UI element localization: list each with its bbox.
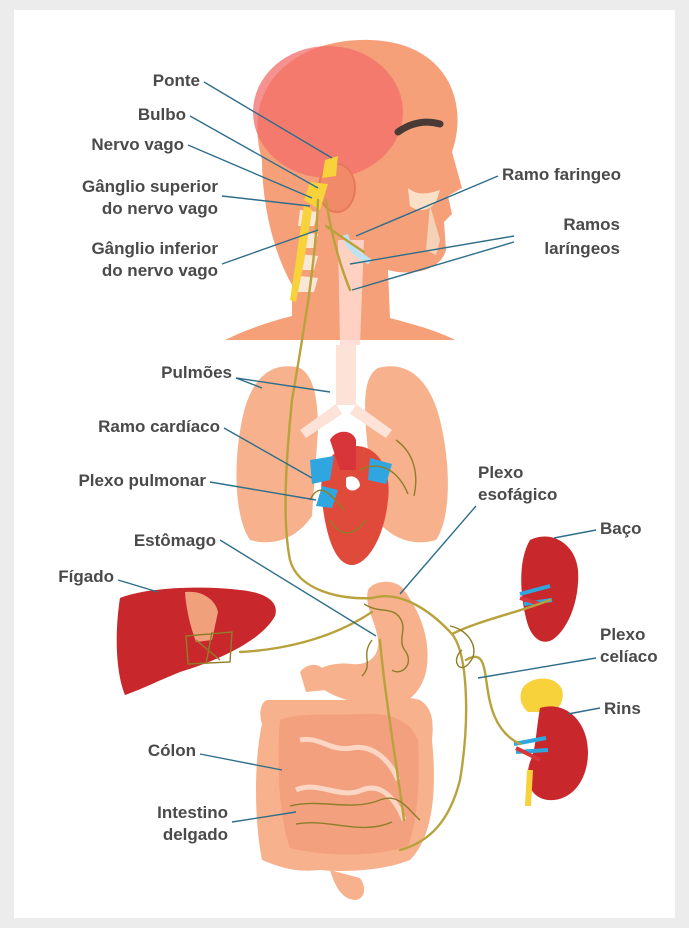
abdominal-organs: [117, 537, 588, 900]
trachea: [336, 345, 356, 405]
leader-baco: [554, 530, 596, 538]
kidney: [528, 706, 588, 800]
duodenum: [300, 665, 326, 692]
label-ramos-laringeos-2: laríngeos: [544, 239, 620, 258]
label-ramo-cardiaco: Ramo cardíaco: [98, 417, 220, 436]
label-ganglio-superior-2: do nervo vago: [102, 199, 218, 218]
spleen: [521, 537, 578, 642]
label-ramos-laringeos-1: Ramos: [563, 215, 620, 234]
label-baco: Baço: [600, 519, 642, 538]
label-colon: Cólon: [148, 741, 196, 760]
rectum: [330, 870, 364, 900]
label-ponte: Ponte: [153, 71, 200, 90]
label-plexo-esofagico-1: Plexo: [478, 463, 523, 482]
label-rins: Rins: [604, 699, 641, 718]
label-ganglio-superior-1: Gânglio superior: [82, 177, 218, 196]
label-plexo-celiaco-1: Plexo: [600, 625, 645, 644]
label-figado: Fígado: [58, 567, 114, 586]
label-plexo-esofagico-2: esofágico: [478, 485, 557, 504]
label-plexo-celiaco-2: celíaco: [600, 647, 658, 666]
leader-plexo-celiaco: [478, 658, 596, 678]
small-intestine: [278, 714, 418, 855]
label-nervo-vago: Nervo vago: [91, 135, 184, 154]
brain: [253, 46, 403, 178]
head-illustration: [225, 40, 462, 345]
label-plexo-pulmonar: Plexo pulmonar: [78, 471, 206, 490]
label-estomago: Estômago: [134, 531, 216, 550]
label-pulmoes: Pulmões: [161, 363, 232, 382]
label-ganglio-inferior-1: Gânglio inferior: [91, 239, 218, 258]
leader-rins: [568, 708, 600, 714]
label-bulbo: Bulbo: [138, 105, 186, 124]
leader-figado: [118, 580, 158, 592]
ureter: [528, 770, 530, 806]
label-ramo-faringeo: Ramo faringeo: [502, 165, 621, 184]
label-intestino-delgado-1: Intestino: [157, 803, 228, 822]
left-lung: [236, 366, 318, 542]
label-ganglio-inferior-2: do nervo vago: [102, 261, 218, 280]
label-intestino-delgado-2: delgado: [163, 825, 228, 844]
